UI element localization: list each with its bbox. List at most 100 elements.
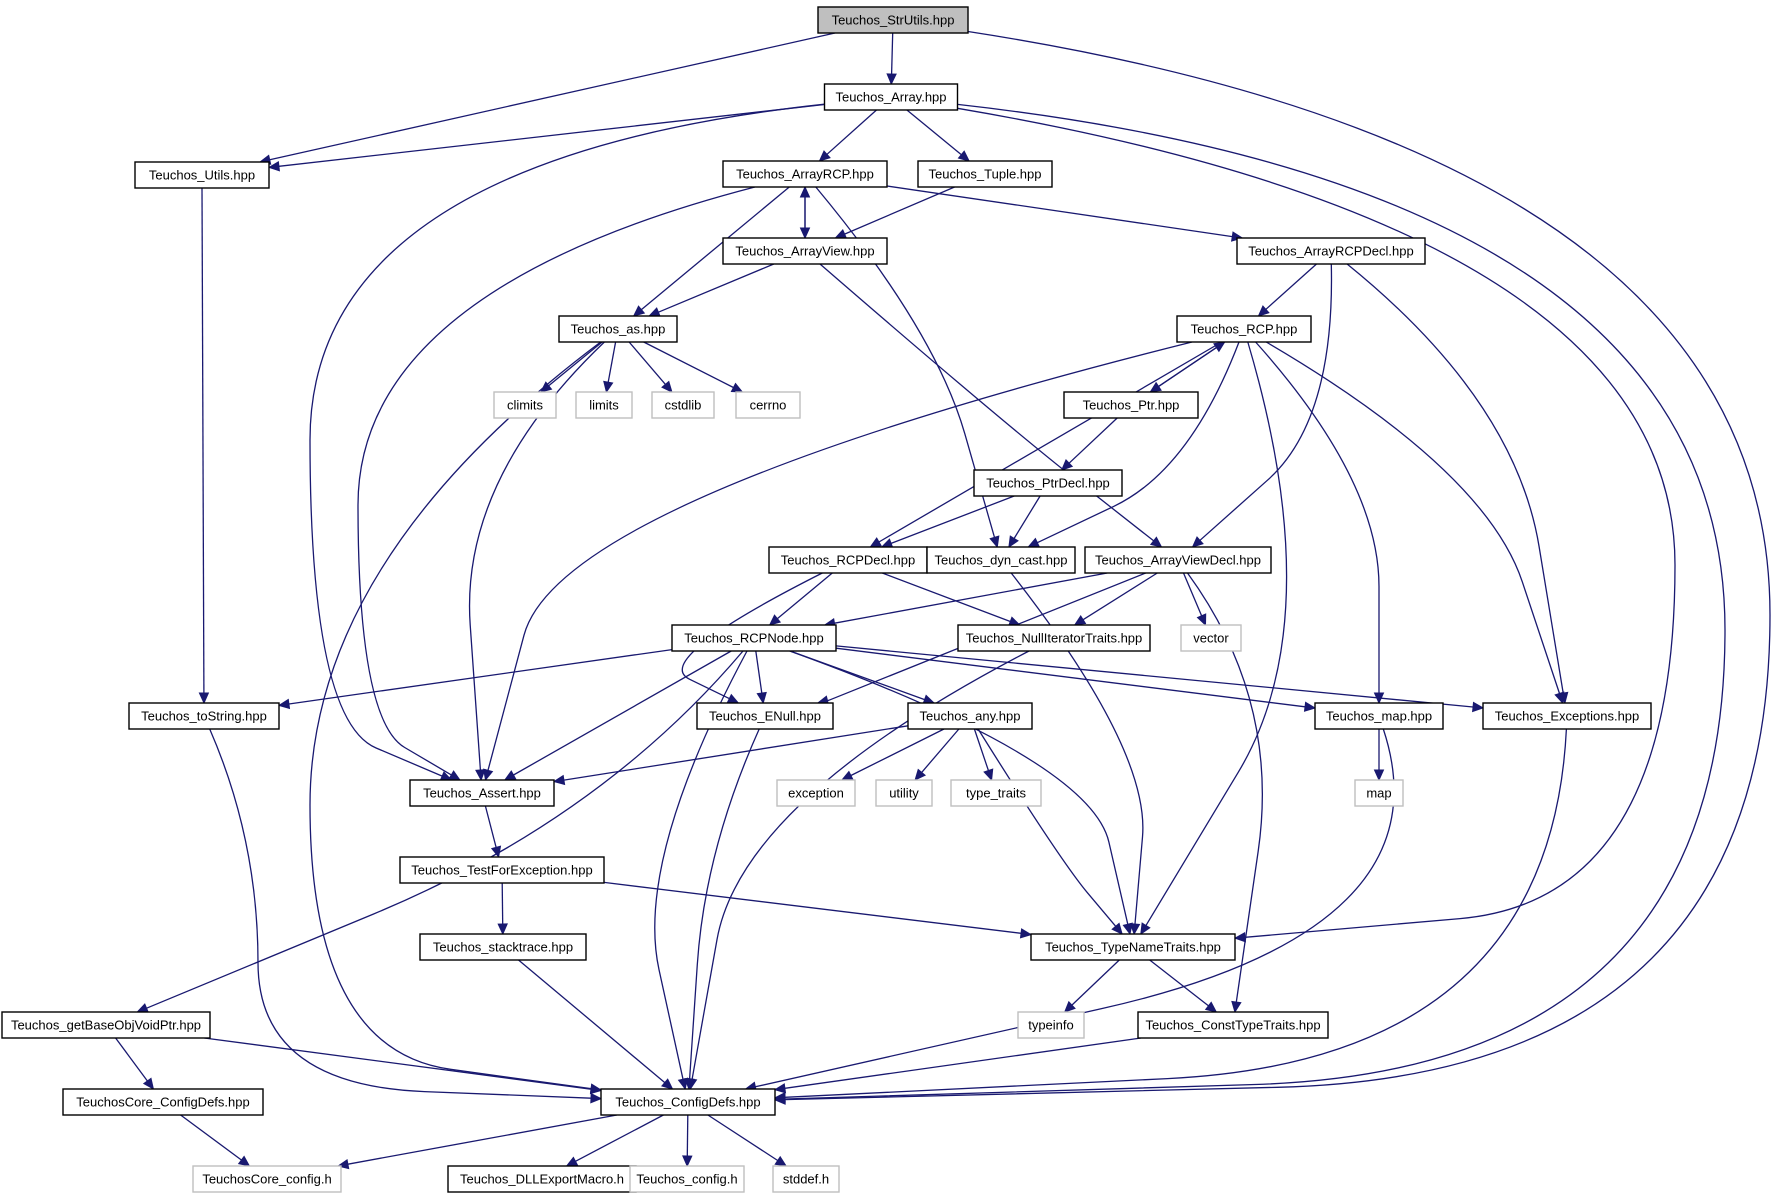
edge-line (1037, 341, 1240, 544)
node-dyncast[interactable]: Teuchos_dyn_cast.hpp (926, 546, 1076, 574)
node-testforexc[interactable]: Teuchos_TestForException.hpp (399, 856, 605, 884)
edge-arrowhead (661, 1078, 674, 1090)
node-coreconfigdefs[interactable]: TeuchosCore_ConfigDefs.hpp (62, 1088, 264, 1116)
edge-arrowhead (1257, 305, 1270, 317)
node-box[interactable] (600, 1088, 776, 1116)
node-box[interactable] (1236, 237, 1426, 265)
edge-arrowhead (756, 691, 767, 705)
node-map[interactable]: Teuchos_map.hpp (1314, 702, 1444, 730)
node-box (776, 779, 856, 807)
node-box[interactable] (917, 160, 1053, 188)
node-cstdlib: cstdlib (651, 391, 715, 419)
node-box[interactable] (1176, 315, 1312, 343)
node-tuple[interactable]: Teuchos_Tuple.hpp (917, 160, 1053, 188)
node-box[interactable] (447, 1165, 637, 1193)
edge-exceptions-configdefs (773, 728, 1568, 1103)
node-dllexport[interactable]: Teuchos_DLLExportMacro.h (447, 1165, 637, 1193)
edge-arrayviewdecl-consttypetraits (1186, 572, 1263, 1014)
edge-coreconfigdefs-coreconfig (180, 1114, 251, 1167)
edge-rcpnode-exceptions (835, 645, 1485, 713)
node-configdefs[interactable]: Teuchos_ConfigDefs.hpp (600, 1088, 776, 1116)
edge-consttypetraits-configdefs (773, 1037, 1142, 1094)
edge-line (518, 959, 666, 1084)
edge-line (844, 186, 955, 235)
node-box[interactable] (558, 315, 678, 343)
node-exceptions[interactable]: Teuchos_Exceptions.hpp (1482, 702, 1652, 730)
node-box (575, 391, 633, 419)
node-box[interactable] (62, 1088, 264, 1116)
node-label: Teuchos_TestForException.hpp (411, 863, 592, 878)
node-typenametraits[interactable]: Teuchos_TypeNameTraits.hpp (1030, 933, 1236, 961)
node-box[interactable] (722, 160, 888, 188)
node-label: stddef.h (783, 1172, 829, 1187)
node-box[interactable] (696, 702, 834, 730)
node-box[interactable] (1063, 391, 1199, 419)
node-any[interactable]: Teuchos_any.hpp (907, 702, 1033, 730)
node-box[interactable] (823, 83, 959, 111)
edge-arrowhead (1008, 535, 1019, 549)
node-rcpdecl[interactable]: Teuchos_RCPDecl.hpp (768, 546, 928, 574)
edge-rcp-typenametraits (1140, 341, 1288, 936)
edge-line (204, 1037, 592, 1090)
edge-testforexc-stacktrace (497, 882, 508, 936)
edge-typenametraits-consttypetraits (1149, 959, 1218, 1013)
node-box[interactable] (409, 779, 555, 807)
node-box[interactable] (1314, 702, 1444, 730)
node-box[interactable] (907, 702, 1033, 730)
node-stacktrace[interactable]: Teuchos_stacktrace.hpp (419, 933, 587, 961)
node-coreconfig: TeuchosCore_config.h (192, 1165, 342, 1193)
node-box[interactable] (399, 856, 605, 884)
node-box[interactable] (1, 1011, 211, 1039)
node-arrayrcpdecl[interactable]: Teuchos_ArrayRCPDecl.hpp (1236, 237, 1426, 265)
node-label: Teuchos_ConfigDefs.hpp (615, 1095, 760, 1110)
node-consttypetraits[interactable]: Teuchos_ConstTypeTraits.hpp (1137, 1011, 1329, 1039)
edge-arrowhead (277, 698, 291, 710)
node-arrayview[interactable]: Teuchos_ArrayView.hpp (722, 237, 888, 265)
node-box[interactable] (134, 161, 270, 189)
node-tostring[interactable]: Teuchos_toString.hpp (128, 702, 280, 730)
edge-arrowhead (1231, 1000, 1242, 1014)
node-rcp[interactable]: Teuchos_RCP.hpp (1176, 315, 1312, 343)
node-box[interactable] (1084, 546, 1272, 574)
node-box[interactable] (973, 469, 1123, 497)
node-strutils[interactable]: Teuchos_StrUtils.hpp (817, 6, 969, 34)
node-box[interactable] (419, 933, 587, 961)
node-arrayrcp[interactable]: Teuchos_ArrayRCP.hpp (722, 160, 888, 188)
edge-arrowhead (677, 1077, 689, 1091)
node-assert[interactable]: Teuchos_Assert.hpp (409, 779, 555, 807)
node-nulliter[interactable]: Teuchos_NullIteratorTraits.hpp (957, 624, 1151, 652)
node-label: vector (1193, 631, 1229, 646)
node-array[interactable]: Teuchos_Array.hpp (823, 83, 959, 111)
node-box[interactable] (926, 546, 1076, 574)
edge-line (906, 109, 962, 156)
node-box[interactable] (768, 546, 928, 574)
edge-line (921, 728, 960, 773)
node-box[interactable] (817, 6, 969, 34)
node-box[interactable] (957, 624, 1151, 652)
edge-as-assert (468, 341, 605, 782)
node-enull[interactable]: Teuchos_ENull.hpp (696, 702, 834, 730)
node-box[interactable] (722, 237, 888, 265)
node-ptr[interactable]: Teuchos_Ptr.hpp (1063, 391, 1199, 419)
node-box[interactable] (671, 624, 837, 652)
edge-arrowhead (1204, 1001, 1218, 1013)
node-getbase[interactable]: Teuchos_getBaseObjVoidPtr.hpp (1, 1011, 211, 1039)
node-box[interactable] (1030, 933, 1236, 961)
node-box[interactable] (128, 702, 280, 730)
node-box[interactable] (1482, 702, 1652, 730)
node-label: Teuchos_dyn_cast.hpp (935, 553, 1068, 568)
edge-arrowhead (834, 228, 848, 239)
edge-arrowhead (1196, 613, 1207, 627)
edge-enull-configdefs (684, 728, 760, 1091)
node-utils[interactable]: Teuchos_Utils.hpp (134, 161, 270, 189)
node-ptrdecl[interactable]: Teuchos_PtrDecl.hpp (973, 469, 1123, 497)
node-arrayviewdecl[interactable]: Teuchos_ArrayViewDecl.hpp (1084, 546, 1272, 574)
edge-rcp-dyncast (1027, 341, 1240, 548)
node-as[interactable]: Teuchos_as.hpp (558, 315, 678, 343)
edge-line (357, 186, 756, 776)
edge-line (688, 728, 760, 1080)
node-box[interactable] (1137, 1011, 1329, 1039)
edge-line (776, 572, 833, 620)
node-rcpnode[interactable]: Teuchos_RCPNode.hpp (671, 624, 837, 652)
